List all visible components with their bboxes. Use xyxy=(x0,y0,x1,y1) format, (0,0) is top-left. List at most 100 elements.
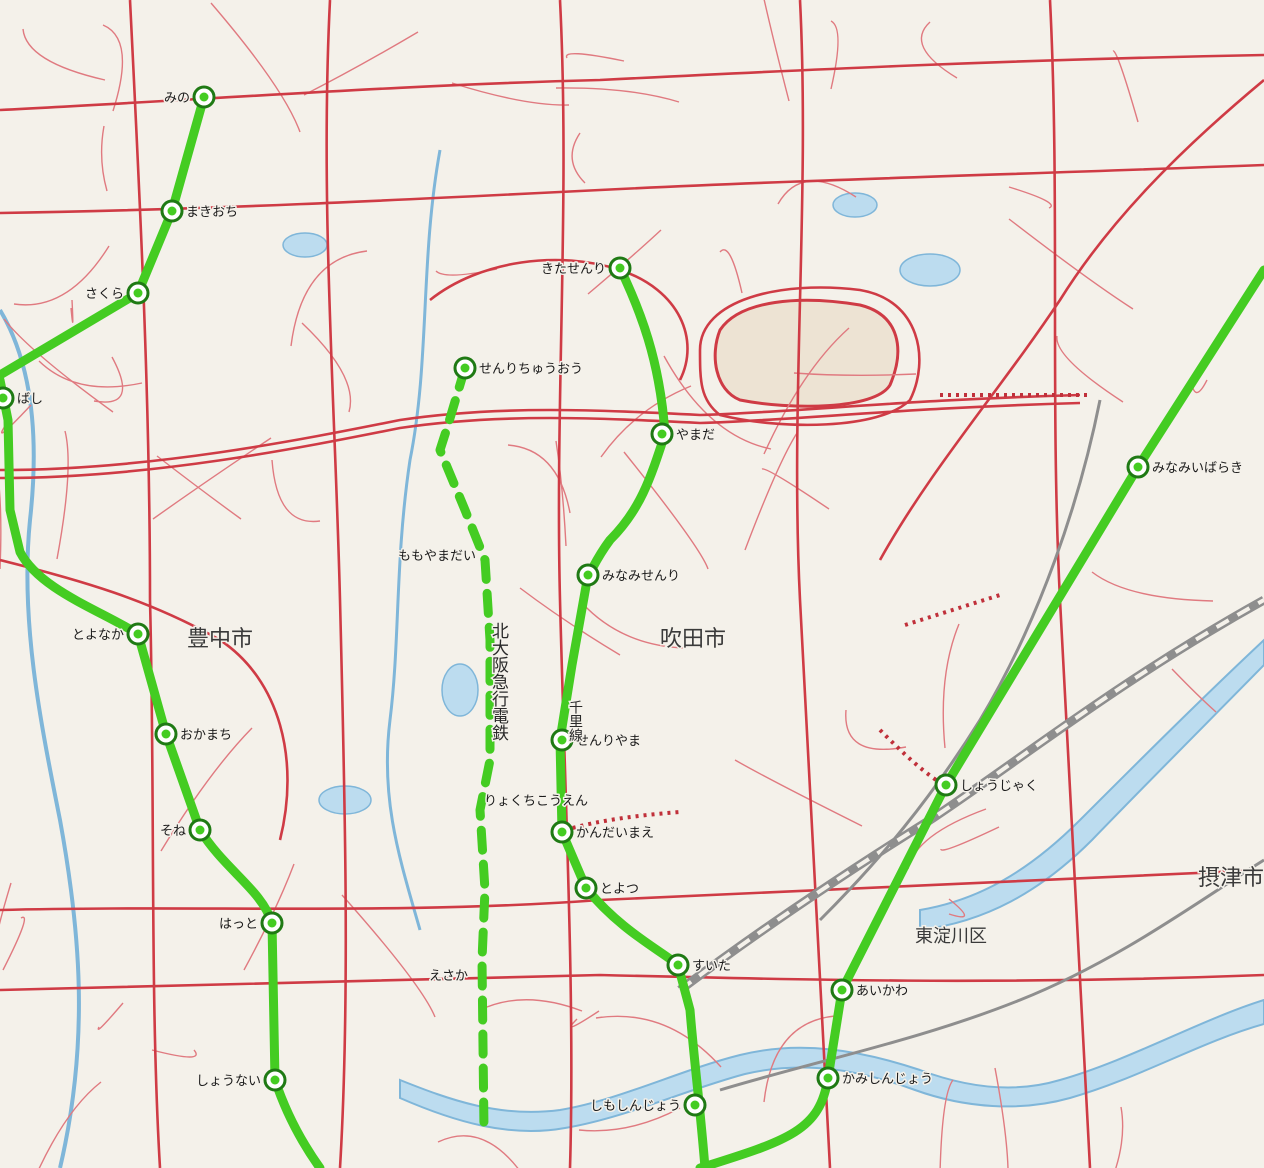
minor-road xyxy=(595,1015,722,1068)
jr-kyoto-line-inner xyxy=(678,598,1264,992)
station-hashi[interactable]: ばし xyxy=(0,386,45,410)
station-toyonaka[interactable]: とよなか xyxy=(70,622,150,646)
station-label: かみしんじょう xyxy=(842,1072,933,1087)
minor-road xyxy=(565,52,625,62)
minor-road xyxy=(210,2,301,133)
minor-road xyxy=(341,894,436,1018)
station-kitasenri[interactable]: きたせんり xyxy=(539,256,632,280)
station-label: せんりちゅうおう xyxy=(479,362,583,377)
minor-road xyxy=(845,709,907,751)
station-marker-core xyxy=(557,827,567,837)
station-minamisenri[interactable]: みなみせんり xyxy=(576,563,682,587)
minor-roads xyxy=(0,0,1217,1168)
station-marker-core xyxy=(267,918,277,928)
station-shojaku[interactable]: しょうじゃく xyxy=(934,773,1040,797)
district-label-toyonaka: 豊中市 xyxy=(187,627,253,652)
pond-3 xyxy=(282,232,328,258)
station-shimoshinjo[interactable]: しもしんじょう xyxy=(588,1093,707,1117)
station-mino[interactable]: みの xyxy=(162,85,216,109)
station-okamachi[interactable]: おかまち xyxy=(154,722,234,746)
minor-road xyxy=(100,125,108,192)
minor-road xyxy=(1008,186,1052,209)
minor-road xyxy=(93,356,124,403)
station-hatto[interactable]: はっと xyxy=(217,911,284,935)
station-marker-core xyxy=(167,206,177,216)
minor-road xyxy=(793,372,917,376)
station-suita[interactable]: すいた xyxy=(666,953,733,977)
minor-road xyxy=(13,245,110,306)
station-marker-core xyxy=(133,288,143,298)
station-toyotsu[interactable]: とよつ xyxy=(574,876,641,900)
minor-road xyxy=(303,31,419,96)
station-shono[interactable]: しょうない xyxy=(194,1068,287,1092)
minor-road xyxy=(301,322,352,413)
minor-road xyxy=(151,1049,197,1058)
minor-road xyxy=(581,602,684,649)
minor-road xyxy=(1091,571,1214,602)
district-label-higashiyodogawa: 東淀川区 xyxy=(915,926,987,947)
station-momoyamadai[interactable]: ももやまだい xyxy=(396,548,477,566)
minor-road xyxy=(994,1067,1009,1168)
station-marker-core xyxy=(837,985,847,995)
road-meishin-expressway xyxy=(0,393,1081,472)
minor-road xyxy=(1115,1106,1124,1168)
western-river xyxy=(0,308,81,1168)
minor-road xyxy=(56,430,69,560)
road-west-curve xyxy=(0,558,289,841)
station-senriyama[interactable]: せんりやま xyxy=(550,728,643,752)
minor-road xyxy=(578,1107,681,1132)
minor-road xyxy=(2,916,26,971)
minor-road xyxy=(70,299,74,323)
pond-5 xyxy=(832,192,878,218)
station-yamada[interactable]: やまだ xyxy=(650,422,717,446)
station-label: おかまち xyxy=(180,728,232,743)
station-label: りょくちこうえん xyxy=(484,794,588,809)
station-label: しょうない xyxy=(196,1074,261,1089)
station-label: しもしんじょう xyxy=(590,1099,681,1114)
station-kamishinjo[interactable]: かみしんじょう xyxy=(816,1066,935,1090)
station-label: とよなか xyxy=(72,628,124,643)
road-meishin-expressway-inner xyxy=(0,401,1081,480)
pond-6 xyxy=(441,663,479,717)
station-sone[interactable]: そね xyxy=(158,818,212,842)
line-label-senri: 千里線 xyxy=(567,700,583,742)
minor-road xyxy=(3,318,114,413)
minor-road xyxy=(102,24,124,112)
monorail-shojaku xyxy=(878,728,947,788)
minor-road xyxy=(830,20,839,90)
road-ns-west xyxy=(128,0,162,1168)
station-label: しょうじゃく xyxy=(960,779,1038,794)
minor-road xyxy=(38,1081,102,1168)
minor-road xyxy=(587,229,662,295)
subway-line-midosuji-north xyxy=(0,92,209,380)
minor-road xyxy=(437,1135,519,1168)
station-label: やまだ xyxy=(676,428,715,443)
road-mid-east-west xyxy=(0,163,1264,215)
station-esaka[interactable]: えさか xyxy=(427,968,469,986)
station-label: そね xyxy=(160,824,186,839)
station-marker-core xyxy=(941,780,951,790)
line-label-kitakyu: 北大阪急行電鉄 xyxy=(488,622,509,741)
district-label-suita: 吹田市 xyxy=(660,627,726,652)
station-marker-core xyxy=(270,1075,280,1085)
station-makiochi[interactable]: まきおち xyxy=(160,199,240,223)
station-kandaimae[interactable]: かんだいまえ xyxy=(550,820,656,844)
road-ns-senri xyxy=(557,0,573,1168)
station-label: みなみせんり xyxy=(602,569,680,584)
station-sakura[interactable]: さくら xyxy=(83,281,150,305)
station-minamiibaraki[interactable]: みなみいばらき xyxy=(1126,455,1245,479)
station-aikawa[interactable]: あいかわ xyxy=(830,978,910,1002)
station-marker-core xyxy=(673,960,683,970)
minor-road xyxy=(519,587,621,656)
monorail-southeast xyxy=(904,593,1001,627)
station-senrichuo[interactable]: せんりちゅうおう xyxy=(453,356,585,380)
station-label: みの xyxy=(164,91,190,106)
station-label: とよつ xyxy=(600,882,639,897)
station-ryokuchikoen[interactable]: りょくちこうえん xyxy=(483,793,590,811)
minor-road xyxy=(948,898,966,918)
area-labels: 豊中市 吹田市 東淀川区 摂津市 北大阪急行電鉄 千里線 xyxy=(186,620,1264,948)
road-diagonal-ne xyxy=(878,79,1264,561)
